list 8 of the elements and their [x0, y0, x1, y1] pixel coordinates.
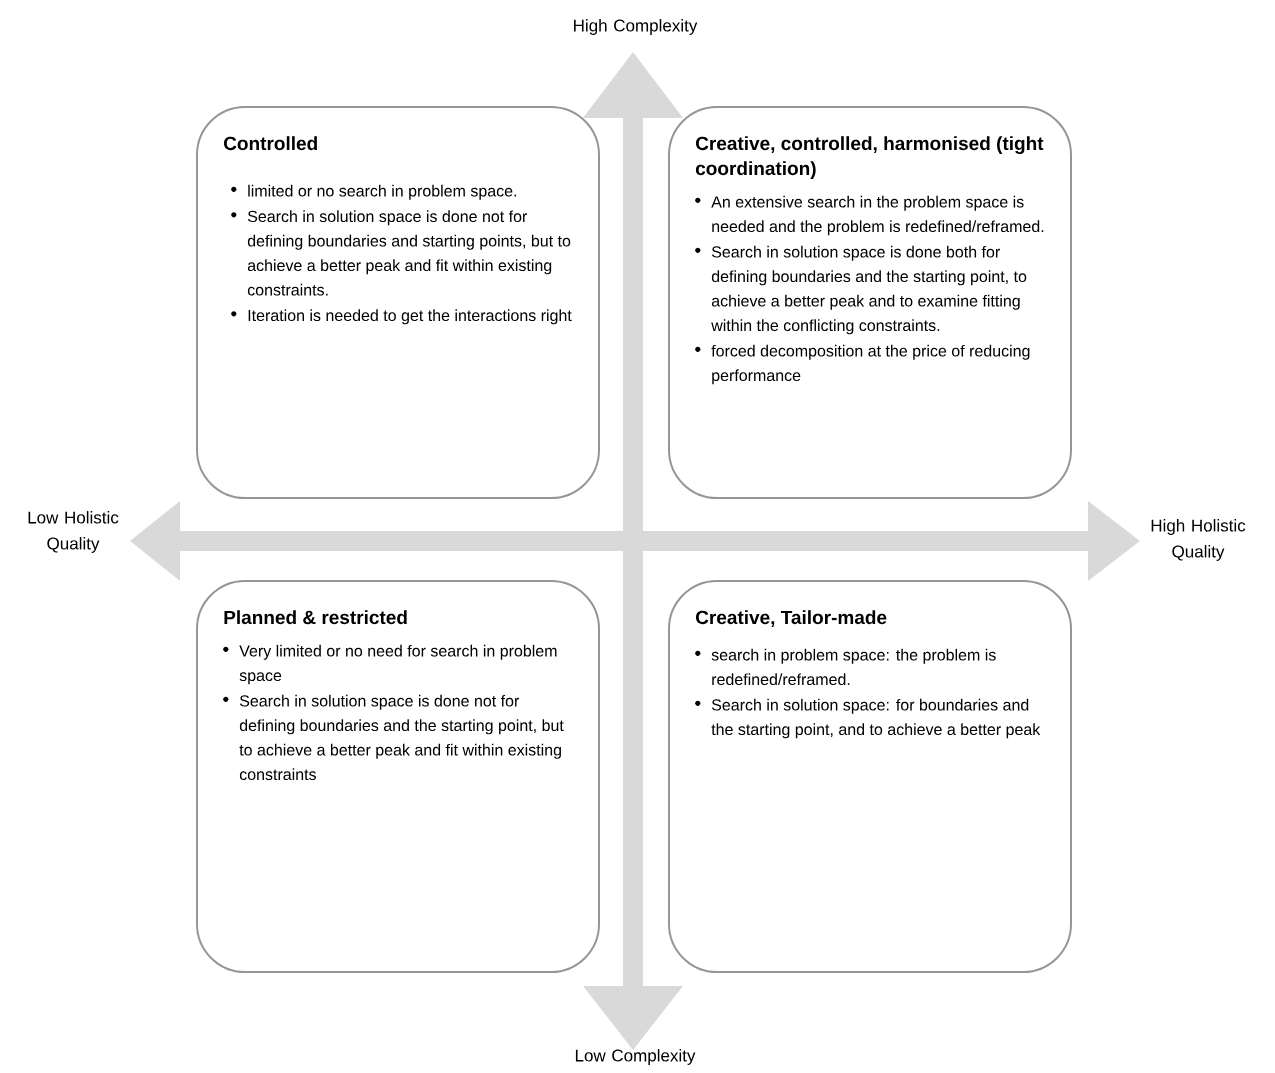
quadrant-box: Creative, controlled, harmonised (tight coordination) An extensive search in the problem space is needed and the problem is redefined/reframed. Search in solution space is done both for defining boundaries and the starting point, to achieve a better peak and to examine fitting within the conflicting constraints. forced decomposition at the price of reducing performance	[668, 106, 1072, 499]
axis-label: High Complexity	[574, 19, 698, 35]
quadrant-box: Planned & restricted Very limited or no need for search in problem space Search in solution space is done not for defining boundaries and the starting point, but to achieve a better peak and fit within existing constraints	[196, 580, 600, 973]
axis-label: Low Holistic Quality	[28, 511, 119, 553]
quadrant-box: Controlled limited or no search in problem space. Search in solution space is done not for defining boundaries and starting points, but to achieve a better peak and fit within existing constraints. Iteration is needed to get the interactions right	[196, 106, 600, 499]
axis-label: High Holistic Quality	[1151, 519, 1246, 561]
axis-label: Low Complexity	[575, 1049, 696, 1065]
quadrant-box: Creative, Tailor-made search in problem space: the problem is redefined/reframed. Search in solution space: for boundaries and the starting point, and to achieve a better peak	[668, 580, 1072, 973]
